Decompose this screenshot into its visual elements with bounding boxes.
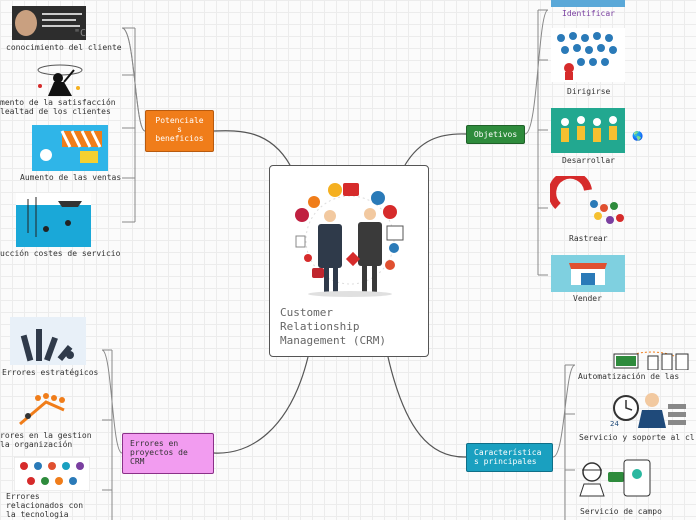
svg-text:24: 24 bbox=[610, 420, 619, 428]
image-errores-tecnologia bbox=[14, 457, 90, 491]
image-automatizacion bbox=[613, 351, 689, 370]
image-servicio-campo bbox=[579, 459, 651, 497]
image-errores-gestion bbox=[19, 393, 65, 426]
image-underwater bbox=[16, 193, 91, 247]
branch-caracteristicas[interactable]: Característica s principales bbox=[466, 443, 553, 472]
quote-badge: "CRM" bbox=[74, 28, 86, 39]
image-waiter bbox=[37, 64, 83, 96]
item-desarrollar[interactable]: Desarrollar bbox=[562, 156, 615, 165]
image-soporte: 24 bbox=[610, 393, 686, 428]
item-errores-tecnologia[interactable]: Errores relacionados con la tecnologia bbox=[6, 492, 84, 519]
image-dirigirse bbox=[551, 28, 625, 82]
image-shop-sales bbox=[32, 125, 108, 171]
item-reduccion-costes[interactable]: ucción costes de servicio bbox=[0, 249, 121, 258]
item-errores-estrategicos[interactable]: Errores estratégicos bbox=[2, 368, 99, 377]
item-servicio-campo[interactable]: Servicio de campo bbox=[580, 507, 662, 516]
image-desarrollar bbox=[551, 108, 625, 153]
central-title: Customer Relationship Management (CRM) bbox=[280, 306, 386, 347]
branch-errores[interactable]: Errores en proyectos de CRM bbox=[122, 433, 214, 474]
branch-potenciales-beneficios[interactable]: Potenciale s beneficios bbox=[145, 110, 214, 152]
item-soporte[interactable]: Servicio y soporte al cl bbox=[579, 433, 695, 442]
item-satisfaccion[interactable]: mento de la satisfacción lealtad de los … bbox=[0, 98, 116, 116]
branch-objetivos[interactable]: Objetivos bbox=[466, 125, 525, 144]
item-errores-gestion[interactable]: rores en la gestion la organización bbox=[0, 431, 92, 449]
image-errores-estrategicos bbox=[10, 317, 86, 365]
central-topic[interactable]: Customer Relationship Management (CRM) bbox=[269, 165, 429, 357]
crm-illustration bbox=[295, 183, 404, 297]
item-automatizacion[interactable]: Automatización de las bbox=[578, 372, 680, 381]
image-quote-card: "CRM" bbox=[12, 6, 86, 40]
item-dirigirse[interactable]: Dirigirse bbox=[567, 87, 611, 96]
item-conocimiento[interactable]: conocimiento del cliente bbox=[6, 43, 122, 52]
item-identificar[interactable]: Identificar bbox=[562, 9, 615, 18]
image-identificar bbox=[551, 0, 625, 7]
image-vender bbox=[551, 255, 625, 292]
item-rastrear[interactable]: Rastrear bbox=[569, 234, 608, 243]
image-rastrear bbox=[550, 176, 624, 224]
globe-icon[interactable]: 🌎 bbox=[632, 132, 644, 142]
item-aumento-ventas[interactable]: Aumento de las ventas bbox=[20, 173, 122, 182]
item-vender[interactable]: Vender bbox=[573, 294, 602, 303]
